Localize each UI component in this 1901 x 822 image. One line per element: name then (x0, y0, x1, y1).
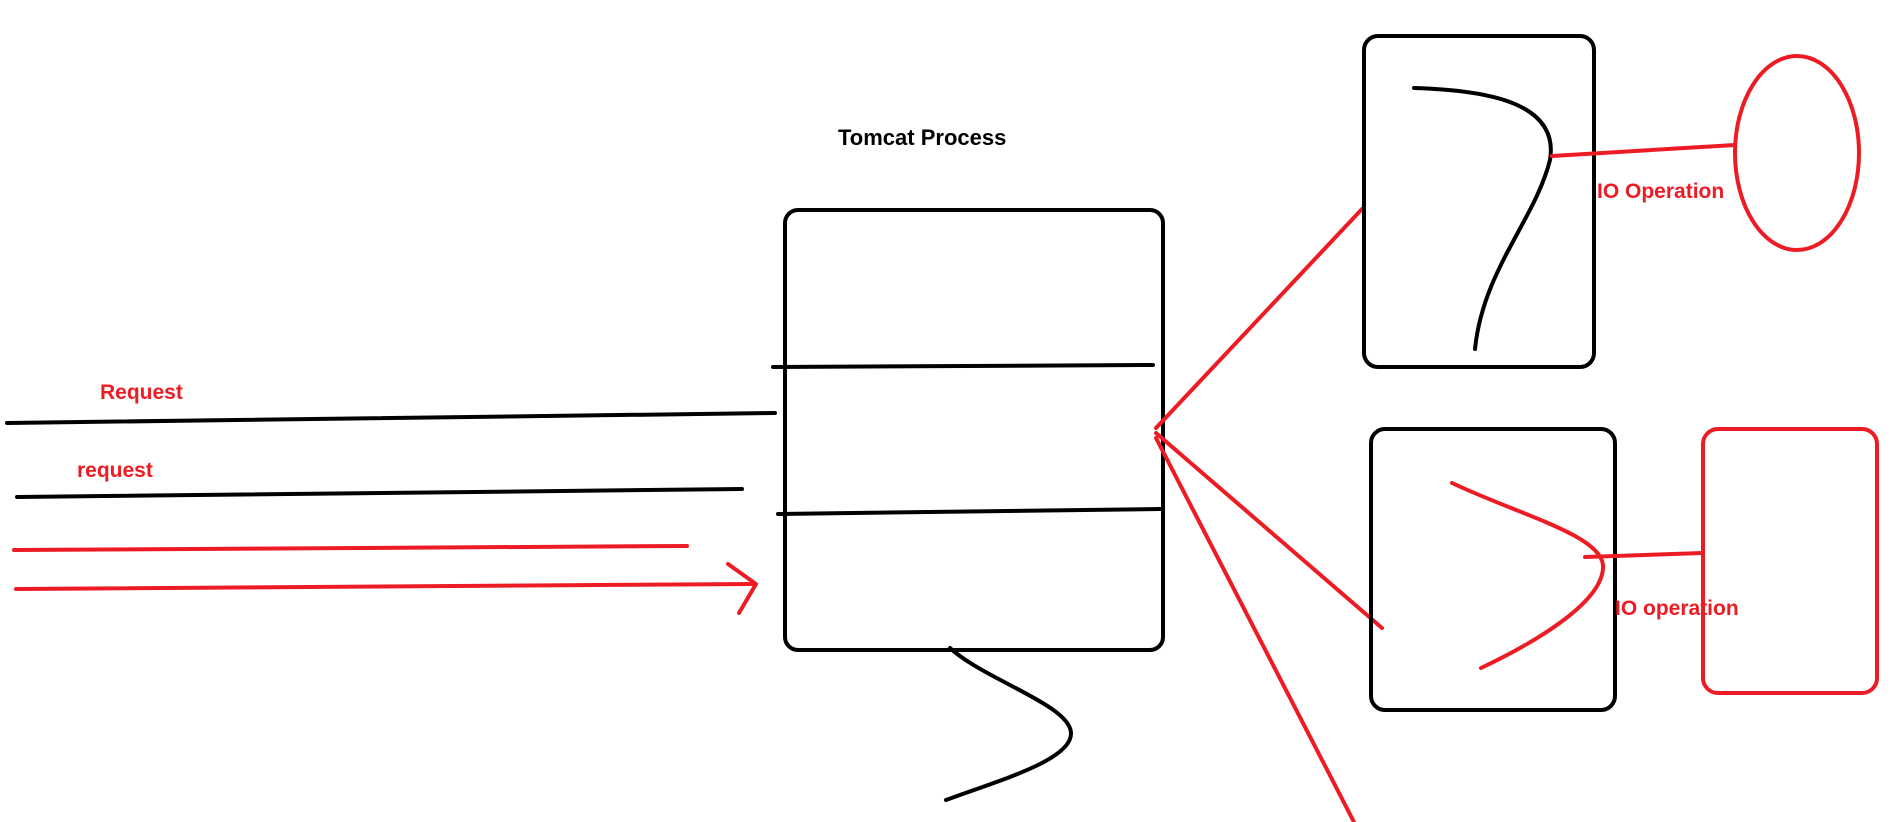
io-link-2 (1583, 551, 1704, 559)
process-thread-curve (944, 646, 1074, 802)
thread-curve-2 (1450, 481, 1606, 670)
request-line-4 (14, 582, 757, 591)
process-divider-bottom (776, 507, 1162, 516)
thread-box-1 (1362, 34, 1596, 369)
thread-curve-1 (1412, 86, 1553, 351)
tomcat-process-box (783, 208, 1165, 652)
request-arrowhead (726, 562, 758, 615)
thread-box-2 (1369, 427, 1617, 712)
link-to-thread-2 (1154, 431, 1384, 630)
link-offscreen (1154, 436, 1356, 822)
request-label-2: request (77, 459, 153, 482)
request-line-3 (12, 544, 689, 552)
io-link-1 (1550, 143, 1737, 158)
io-operation-label-1: IO Operation (1597, 180, 1725, 203)
io-resource-2 (1701, 427, 1879, 695)
io-resource-1 (1733, 54, 1861, 252)
link-to-thread-1 (1154, 207, 1364, 430)
tomcat-process-title: Tomcat Process (838, 125, 1007, 150)
process-divider-top (771, 363, 1155, 369)
request-line-1 (5, 411, 777, 425)
io-operation-label-2: IO operation (1615, 597, 1739, 620)
request-line-2 (15, 487, 744, 499)
request-label-1: Request (100, 381, 183, 404)
